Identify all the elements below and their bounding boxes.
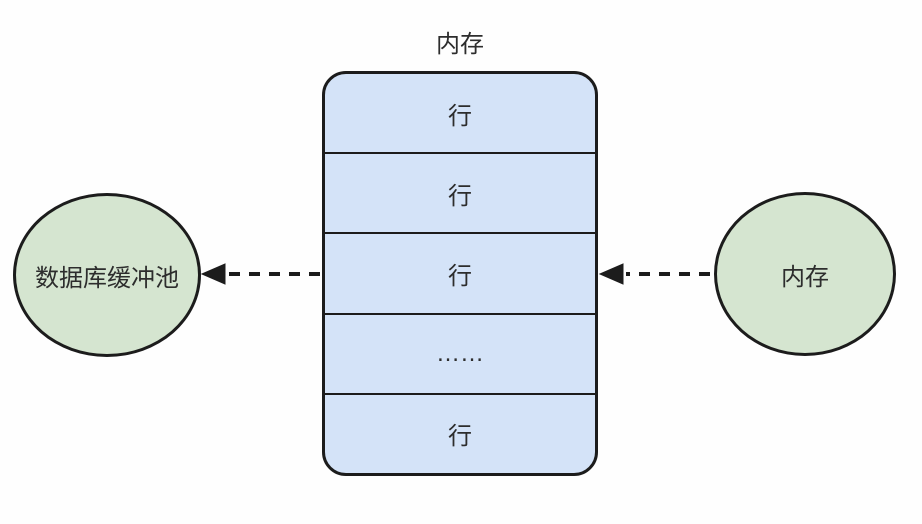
memory-table-title: 内存 [436,31,484,58]
memory-row: 行 [325,395,595,473]
memory-row-ellipsis: …… [325,315,595,395]
memory-row: 行 [325,154,595,235]
memory-row-label: …… [436,339,484,367]
memory-row-label: 行 [448,263,472,290]
memory-node: 内存 [714,192,896,356]
memory-node-label: 内存 [781,263,829,291]
buffer-pool-node-label: 数据库缓冲池 [35,264,179,292]
arrow-table-to-buffer-pool-icon [200,263,320,285]
memory-row: 行 [325,234,595,315]
memory-table: 行 行 行 …… 行 [322,71,598,476]
memory-row-label: 行 [448,182,472,210]
buffer-pool-node: 数据库缓冲池 [13,193,201,357]
memory-row-label: 行 [448,102,472,130]
memory-row-label: 行 [448,423,472,451]
memory-row: 行 [325,74,595,155]
arrow-memory-to-table-icon [598,263,710,285]
